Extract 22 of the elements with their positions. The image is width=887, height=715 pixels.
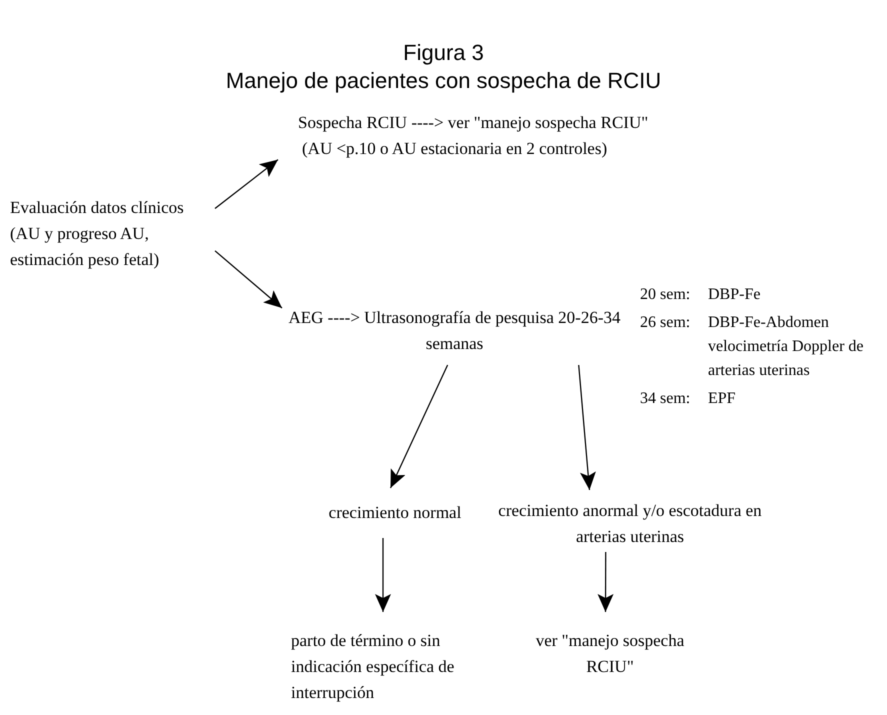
week-label: 34 sem: [640,389,692,409]
step-text: ver "manejo sospecha RCIU" [535,630,685,678]
exam-detail: EPF [708,389,737,409]
arrow [214,250,282,308]
exam-detail: DBP-Fe-Abdomen velocimetría Doppler de arterias uterinas [708,313,864,381]
step-text: Evaluación datos clínicos (AU y progreso AU, estimación peso fetal) [10,197,185,271]
figure-title: Figura 3 [402,40,485,66]
step-text: crecimiento normal [328,502,462,524]
step-text: parto de término o sin indicación específica de interrupción [291,630,456,704]
arrow [375,538,391,612]
note-text: (AU <p.10 o AU estacionaria en 2 controles) [301,138,608,160]
arrow [578,364,596,490]
week-label: 20 sem: [640,285,692,305]
arrow [390,364,448,488]
step-text: crecimiento anormal y/o escotadura en arterias uterinas [497,500,763,548]
step-text: Sospecha RCIU ----> ver "manejo sospecha RCIU" [298,112,650,134]
week-label: 26 sem: [640,313,692,333]
figure-subtitle: Manejo de pacientes con sospecha de RCIU [224,68,662,94]
arrow [598,552,614,612]
exam-detail: DBP-Fe [708,285,762,305]
step-text: AEG ----> Ultrasonografía de pesquisa 20-26-34 semanas [287,307,622,355]
arrow [214,159,278,209]
